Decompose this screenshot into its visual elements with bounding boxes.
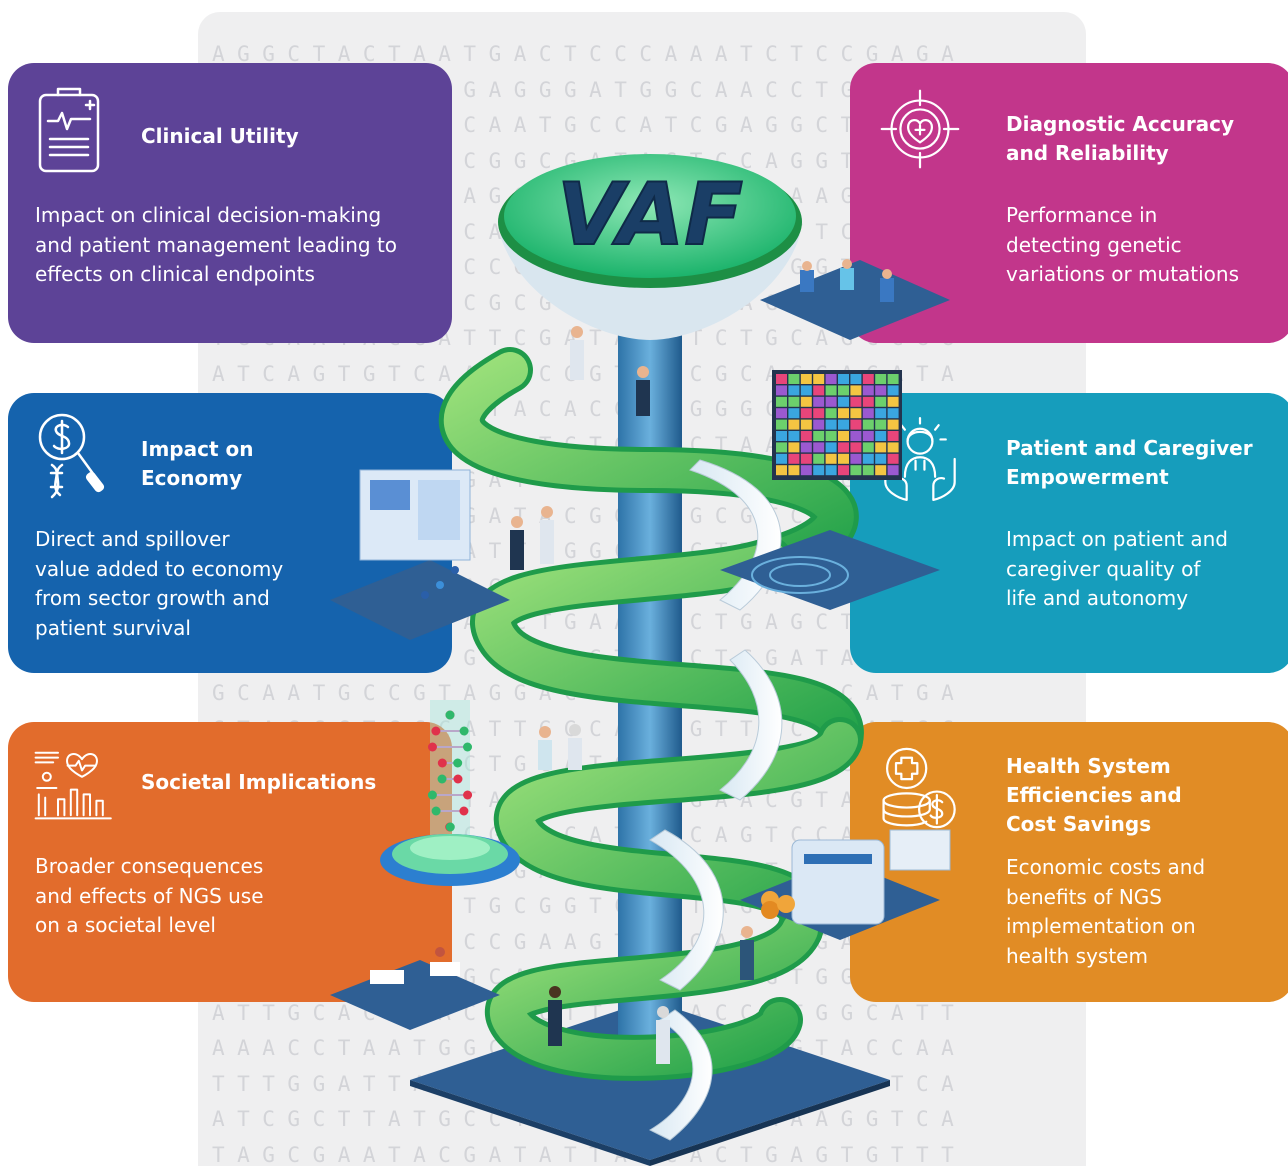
dna-letter-row: AGGCTACTAATGACTCCCAAATCTCCGAGA (212, 42, 967, 66)
card-title-line-1: Impact on (141, 437, 254, 461)
card-description: Broader consequences and effects of NGS … (35, 854, 264, 937)
card-title: Societal Implications (141, 770, 377, 794)
clinic-platform-top-right (760, 259, 950, 340)
card-title-line-2: Economy (141, 466, 243, 490)
vaf-logo-disk: VAF (498, 154, 802, 340)
card-title: Impact on Economy (141, 435, 253, 493)
vaf-logo-text: VAF (557, 165, 743, 265)
card-title: Health System Efficiencies and Cost Savi… (1006, 752, 1182, 839)
card-title: Diagnostic Accuracy and Reliability (1006, 110, 1234, 168)
clipboard-heartbeat-icon (38, 87, 100, 173)
card-description: Performance in detecting genetic variati… (1006, 203, 1240, 286)
card-description: Impact on clinical decision-making and p… (35, 203, 398, 286)
societal-implications-card: Societal Implications Broader consequenc… (8, 722, 452, 1002)
card-description: Direct and spillover value added to econ… (35, 527, 284, 640)
card-title-line-1: Diagnostic Accuracy (1006, 112, 1235, 136)
vaf-spiral-tower-illustration: VAF (330, 154, 951, 1166)
health-tablet-platform-right (740, 829, 951, 940)
dna-model-left (380, 700, 520, 886)
card-title-line-1: Health System (1006, 754, 1171, 778)
card-title-line-3: Cost Savings (1006, 812, 1152, 836)
desk-platform-bottom-left (330, 947, 500, 1030)
dna-letter-row: TAGCGAATACGATATTAGCACTGAGTGTTT (212, 1142, 967, 1166)
target-heart-icon (880, 89, 960, 169)
card-title: Clinical Utility (141, 124, 299, 148)
card-description: Economic costs and benefits of NGS imple… (1006, 855, 1206, 968)
impact-on-economy-card: Impact on Economy Direct and spillover v… (8, 393, 452, 673)
card-title-line-2: Efficiencies and (1006, 783, 1182, 807)
medical-coins-dollar-icon (882, 747, 956, 829)
card-description: Impact on patient and caregiver quality … (1006, 527, 1228, 610)
card-title-line-1: Patient and Caregiver (1006, 436, 1253, 460)
patient-caregiver-empowerment-card: Patient and Caregiver Empowerment Impact… (850, 393, 1288, 673)
dollar-magnifier-dna-icon (38, 413, 105, 499)
people-figures (510, 326, 754, 1064)
lab-platform-left (330, 469, 510, 640)
card-title-line-2: Empowerment (1006, 465, 1169, 489)
society-chart-heart-icon (34, 751, 112, 820)
card-title-line-2: and Reliability (1006, 141, 1169, 165)
clinical-utility-card: Clinical Utility Impact on clinical deci… (8, 63, 452, 343)
data-screen-platform-right (720, 370, 940, 610)
card-title: Patient and Caregiver Empowerment (1006, 434, 1253, 492)
